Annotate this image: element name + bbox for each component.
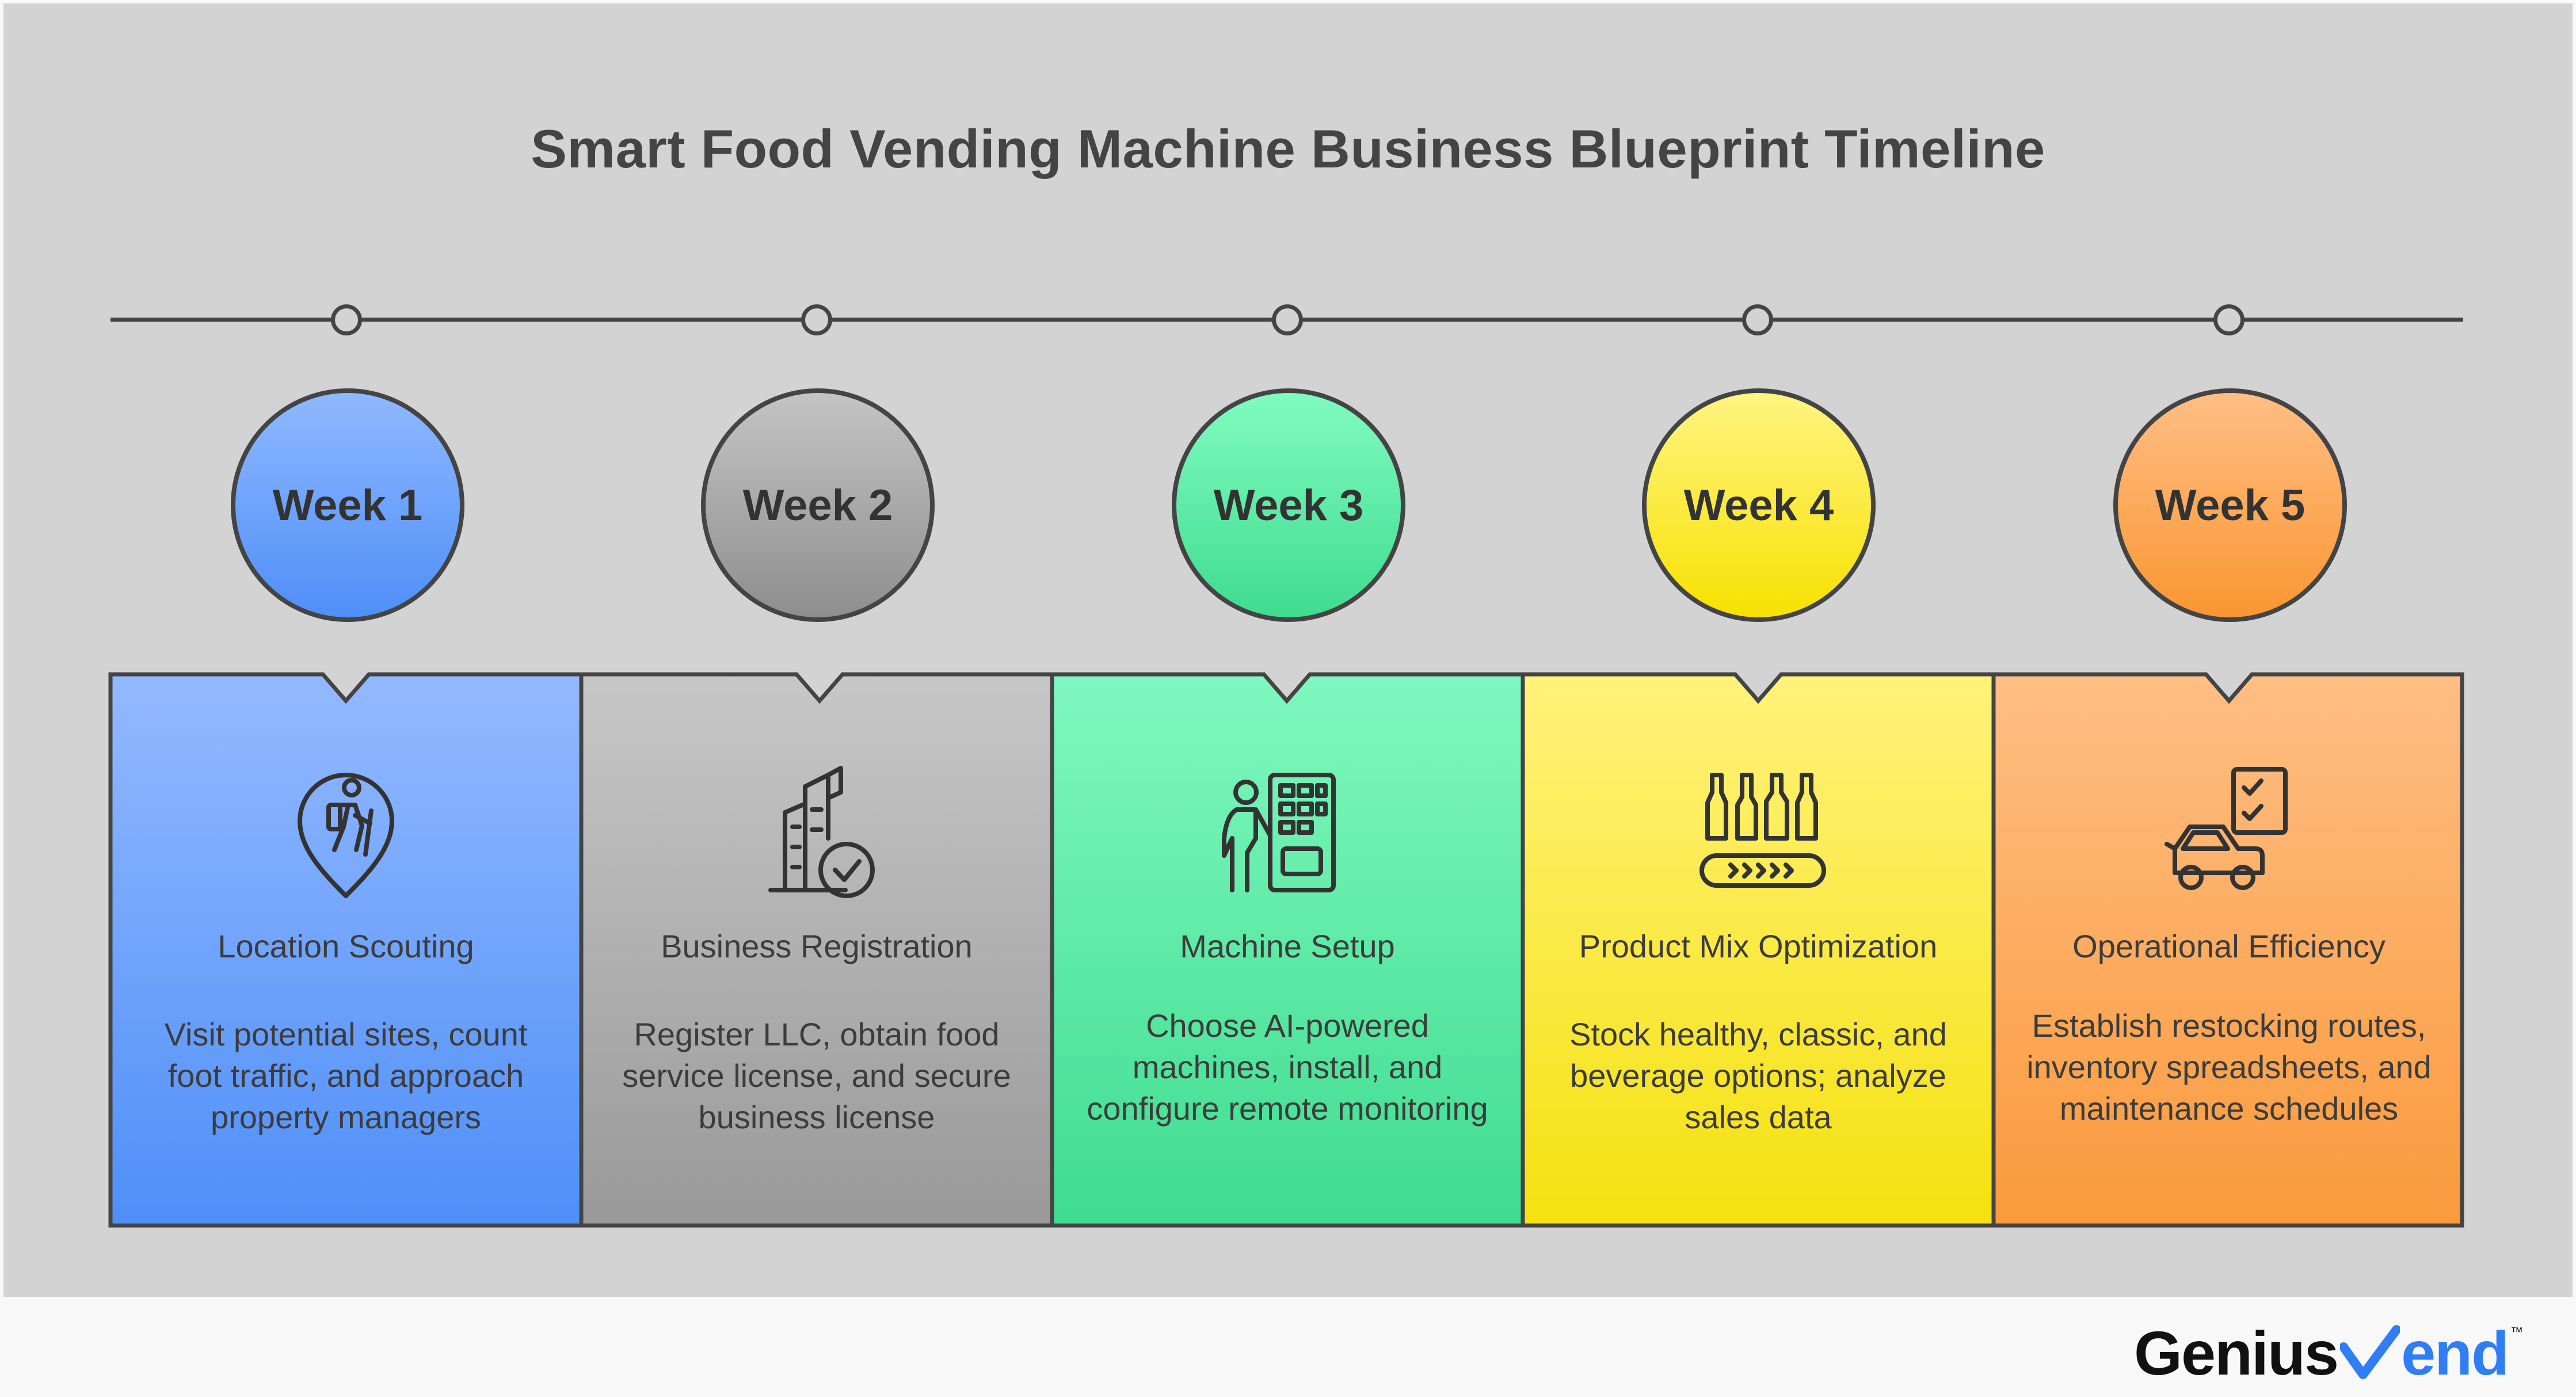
building-checkmark-icon: [768, 766, 875, 898]
card-shape: [1050, 672, 1525, 1228]
timeline-dot-1: [331, 304, 362, 335]
logo-text-end: end: [2401, 1318, 2509, 1388]
week-label: Week 1: [272, 480, 423, 530]
step-card-4: Product Mix Optimization Stock healthy, …: [1521, 672, 1996, 1228]
timeline-dot-3: [1272, 304, 1303, 335]
step-title: Product Mix Optimization: [1579, 928, 1938, 964]
timeline-dot-4: [1742, 304, 1773, 335]
week-circle-5: Week 5: [2113, 388, 2347, 622]
step-description: Stock healthy, classic, and beverage opt…: [1569, 1016, 1947, 1135]
step-description: Register LLC, obtain food service licens…: [622, 1016, 1011, 1135]
hiker-location-pin-icon: [298, 773, 394, 898]
card-shape: [1521, 672, 1996, 1228]
week-label: Week 4: [1683, 480, 1834, 530]
step-title: Machine Setup: [1180, 928, 1395, 964]
step-card-2: Business Registration Register LLC, obta…: [579, 672, 1054, 1228]
checkmark-v-icon: [2340, 1325, 2400, 1379]
logo-text-genius: Genius: [2134, 1318, 2339, 1388]
timeline-dot-2: [801, 304, 832, 335]
week-circle-1: Week 1: [231, 388, 464, 622]
geniusvend-logo: Genius end ™: [2134, 1318, 2524, 1388]
week-circle-3: Week 3: [1172, 388, 1405, 622]
person-vending-machine-icon: [1222, 773, 1336, 892]
card-shape: [108, 672, 584, 1228]
trademark-symbol: ™: [2510, 1325, 2524, 1339]
week-label: Week 3: [1213, 480, 1364, 530]
card-shape: [1991, 672, 2464, 1228]
step-title: Location Scouting: [218, 928, 474, 964]
timeline-dot-5: [2213, 304, 2245, 335]
step-description: Visit potential sites, count foot traffi…: [164, 1016, 528, 1135]
step-title: Operational Efficiency: [2072, 928, 2386, 964]
step-card-5: Operational Efficiency Establish restock…: [1991, 672, 2464, 1228]
week-circle-2: Week 2: [701, 388, 935, 622]
week-label: Week 2: [742, 480, 893, 530]
card-shape: [579, 672, 1054, 1228]
van-checklist-icon: [2165, 767, 2288, 890]
week-circle-4: Week 4: [1642, 388, 1876, 622]
diagram-title: Smart Food Vending Machine Business Blue…: [531, 119, 2045, 179]
week-label: Week 5: [2155, 480, 2306, 530]
step-description: Establish restocking routes, inventory s…: [2026, 1007, 2432, 1127]
step-title: Business Registration: [661, 928, 973, 964]
step-card-3: Machine Setup Choose AI-powered machines…: [1050, 672, 1525, 1228]
step-description: Choose AI-powered machines, install, and…: [1087, 1007, 1488, 1127]
step-card-1: Location Scouting Visit potential sites,…: [108, 672, 584, 1228]
bottles-conveyor-icon: [1699, 773, 1826, 888]
